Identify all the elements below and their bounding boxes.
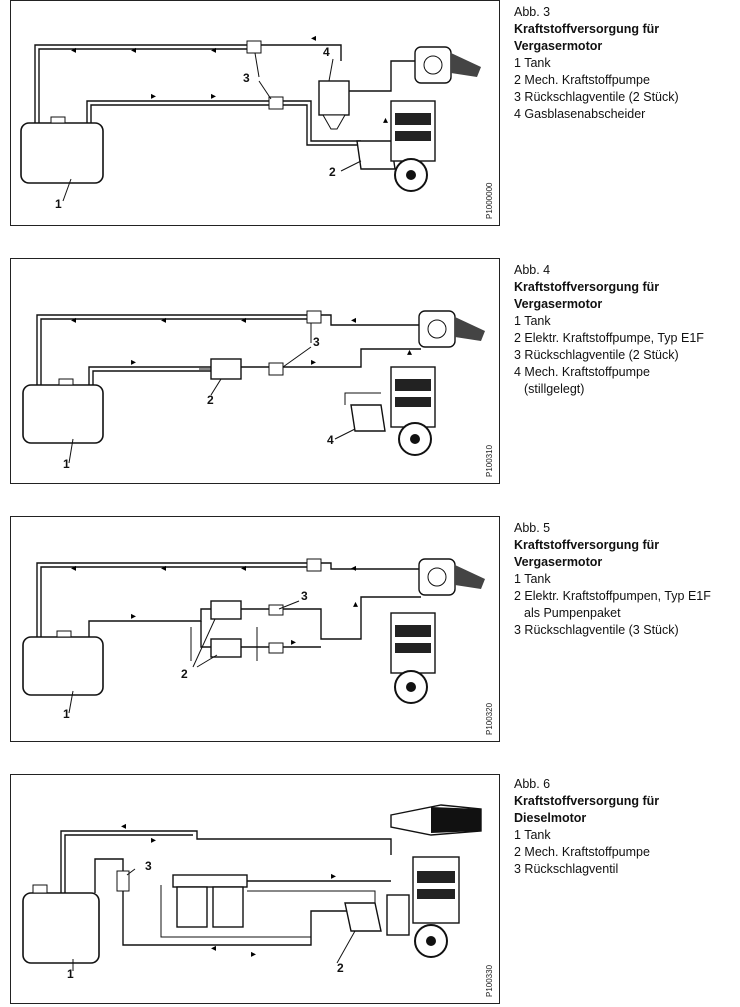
svg-text:◂: ◂ — [241, 563, 246, 574]
figure-6: ◂ ▸ ◂ ▸ ▸ 1 2 3 P100330 Abb. 6 Kraftstof… — [0, 774, 740, 1007]
svg-text:◂: ◂ — [121, 821, 126, 832]
diagram-frame-3: ◂ ◂ ◂ ◂ ▸ ▸ ▴ 1 2 3 4 P1000000 — [10, 0, 500, 226]
svg-text:▸: ▸ — [331, 871, 336, 882]
callout-2: 2 — [329, 165, 336, 179]
legend-item: 1 Tank — [514, 828, 551, 842]
caption-3: Abb. 3 Kraftstoffversorgung für Vergaser… — [514, 4, 738, 123]
legend-item: 4 Gasblasenabscheider — [514, 107, 646, 121]
legend-item: 2 Elektr. Kraftstoffpumpe, Typ E1F — [514, 331, 704, 345]
legend-item: 3 Rückschlagventil — [514, 862, 619, 876]
callout-1: 1 — [63, 707, 70, 721]
svg-text:▴: ▴ — [383, 115, 388, 126]
fuel-diagram-3: ◂ ◂ ◂ ◂ ▸ ▸ ▴ — [20, 33, 481, 202]
svg-text:▴: ▴ — [407, 347, 412, 358]
figure-code: P1000000 — [485, 182, 494, 219]
svg-text:▸: ▸ — [251, 949, 256, 960]
fuel-diagram-6: ◂ ▸ ◂ ▸ ▸ — [22, 804, 482, 971]
svg-text:◂: ◂ — [161, 563, 166, 574]
legend-item: als Pumpenpaket — [524, 606, 621, 620]
caption-4: Abb. 4 Kraftstoffversorgung für Vergaser… — [514, 262, 738, 398]
figure-code: P100320 — [485, 702, 494, 735]
svg-text:◂: ◂ — [71, 45, 76, 56]
figure-title-line-2: Dieselmotor — [514, 811, 587, 825]
figure-title-line-1: Kraftstoffversorgung für — [514, 280, 660, 294]
svg-text:▸: ▸ — [211, 91, 216, 102]
legend-item: 2 Elektr. Kraftstoffpumpen, Typ E1F — [514, 589, 711, 603]
fuel-diagram-4: ◂ ◂ ◂ ◂ ▸ ▸ ▴ — [22, 310, 485, 464]
callout-4: 4 — [323, 45, 330, 59]
callout-1: 1 — [67, 967, 74, 981]
svg-text:◂: ◂ — [241, 315, 246, 326]
diagram-frame-6: ◂ ▸ ◂ ▸ ▸ 1 2 3 P100330 — [10, 774, 500, 1004]
svg-text:◂: ◂ — [71, 563, 76, 574]
svg-text:◂: ◂ — [351, 563, 356, 574]
callout-2: 2 — [207, 393, 214, 407]
svg-text:◂: ◂ — [211, 943, 216, 954]
figure-title-line-2: Vergasermotor — [514, 555, 603, 569]
fuel-diagram-5: ◂ ◂ ◂ ◂ ▸ ▸ ▴ — [22, 558, 485, 714]
callout-1: 1 — [55, 197, 62, 211]
svg-text:▸: ▸ — [151, 835, 156, 846]
figure-title-line-2: Vergasermotor — [514, 297, 603, 311]
diagram-frame-4: ◂ ◂ ◂ ◂ ▸ ▸ ▴ 1 2 3 4 P100310 — [10, 258, 500, 484]
caption-5: Abb. 5 Kraftstoffversorgung für Vergaser… — [514, 520, 738, 639]
figure-code: P100310 — [485, 444, 494, 477]
legend-item: 3 Rückschlagventile (2 Stück) — [514, 348, 679, 362]
legend-item: 4 Mech. Kraftstoffpumpe — [514, 365, 650, 379]
svg-text:◂: ◂ — [131, 45, 136, 56]
callout-3: 3 — [313, 335, 320, 349]
svg-text:▸: ▸ — [131, 357, 136, 368]
legend-item: 2 Mech. Kraftstoffpumpe — [514, 73, 650, 87]
legend-item: 3 Rückschlagventile (2 Stück) — [514, 90, 679, 104]
svg-text:▸: ▸ — [291, 637, 296, 648]
callout-3: 3 — [145, 859, 152, 873]
figure-title-line-1: Kraftstoffversorgung für — [514, 22, 660, 36]
callout-2: 2 — [337, 961, 344, 975]
figure-title-line-2: Vergasermotor — [514, 39, 603, 53]
legend-item: 1 Tank — [514, 572, 551, 586]
callout-1: 1 — [63, 457, 70, 471]
figure-3: ◂ ◂ ◂ ◂ ▸ ▸ ▴ 1 2 3 4 P1000000 Abb. 3 Kr… — [0, 0, 740, 230]
legend-item: 1 Tank — [514, 56, 551, 70]
legend-item: 3 Rückschlagventile (3 Stück) — [514, 623, 679, 637]
callout-3: 3 — [301, 589, 308, 603]
diagram-frame-5: ◂ ◂ ◂ ◂ ▸ ▸ ▴ 1 2 3 P100320 — [10, 516, 500, 742]
svg-text:◂: ◂ — [351, 315, 356, 326]
svg-text:◂: ◂ — [311, 33, 316, 44]
figure-5: ◂ ◂ ◂ ◂ ▸ ▸ ▴ 1 2 3 P100320 Abb. 5 Kraft… — [0, 516, 740, 746]
svg-text:▴: ▴ — [353, 599, 358, 610]
figure-title-line-1: Kraftstoffversorgung für — [514, 794, 660, 808]
figure-number: Abb. 4 — [514, 263, 551, 277]
svg-text:▸: ▸ — [131, 611, 136, 622]
legend-item: (stillgelegt) — [524, 382, 585, 396]
caption-6: Abb. 6 Kraftstoffversorgung für Dieselmo… — [514, 776, 738, 878]
legend-item: 1 Tank — [514, 314, 551, 328]
figure-number: Abb. 5 — [514, 521, 551, 535]
svg-text:◂: ◂ — [211, 45, 216, 56]
figure-number: Abb. 3 — [514, 5, 551, 19]
figure-4: ◂ ◂ ◂ ◂ ▸ ▸ ▴ 1 2 3 4 P100310 Abb. 4 Kra… — [0, 258, 740, 488]
legend-item: 2 Mech. Kraftstoffpumpe — [514, 845, 650, 859]
figure-number: Abb. 6 — [514, 777, 551, 791]
svg-text:◂: ◂ — [71, 315, 76, 326]
figure-title-line-1: Kraftstoffversorgung für — [514, 538, 660, 552]
callout-4: 4 — [327, 433, 334, 447]
callout-3: 3 — [243, 71, 250, 85]
callout-2: 2 — [181, 667, 188, 681]
svg-text:▸: ▸ — [311, 357, 316, 368]
svg-text:◂: ◂ — [161, 315, 166, 326]
svg-text:▸: ▸ — [151, 91, 156, 102]
figure-code: P100330 — [485, 964, 494, 997]
